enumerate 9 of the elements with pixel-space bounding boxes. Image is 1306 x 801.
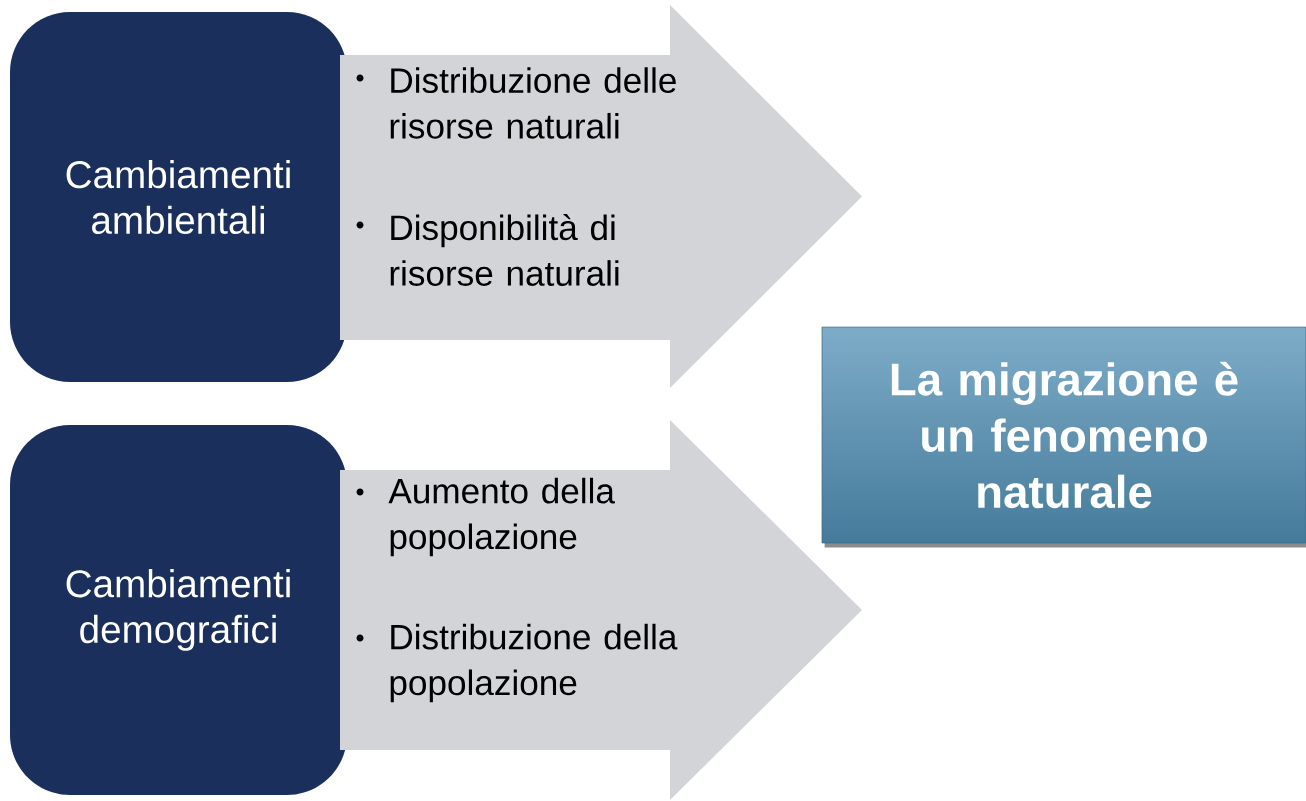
bullet-text: Disponibilità di risorse naturali: [390, 214, 619, 286]
arrow-shape: [340, 5, 862, 388]
bullet-text: Distribuzione della popolazione: [390, 623, 678, 703]
arrow-shape: [340, 420, 862, 800]
rounded-box: Cambiamenti ambientali: [10, 12, 347, 382]
rounded-box: Cambiamenti demografici: [10, 425, 347, 795]
result-box: La migrazione è un fenomeno naturale: [821, 326, 1306, 548]
bullet-text: Distribuzione delle risorse naturali: [390, 67, 676, 139]
bullet-text: Aumento della popolazione: [388, 477, 615, 557]
